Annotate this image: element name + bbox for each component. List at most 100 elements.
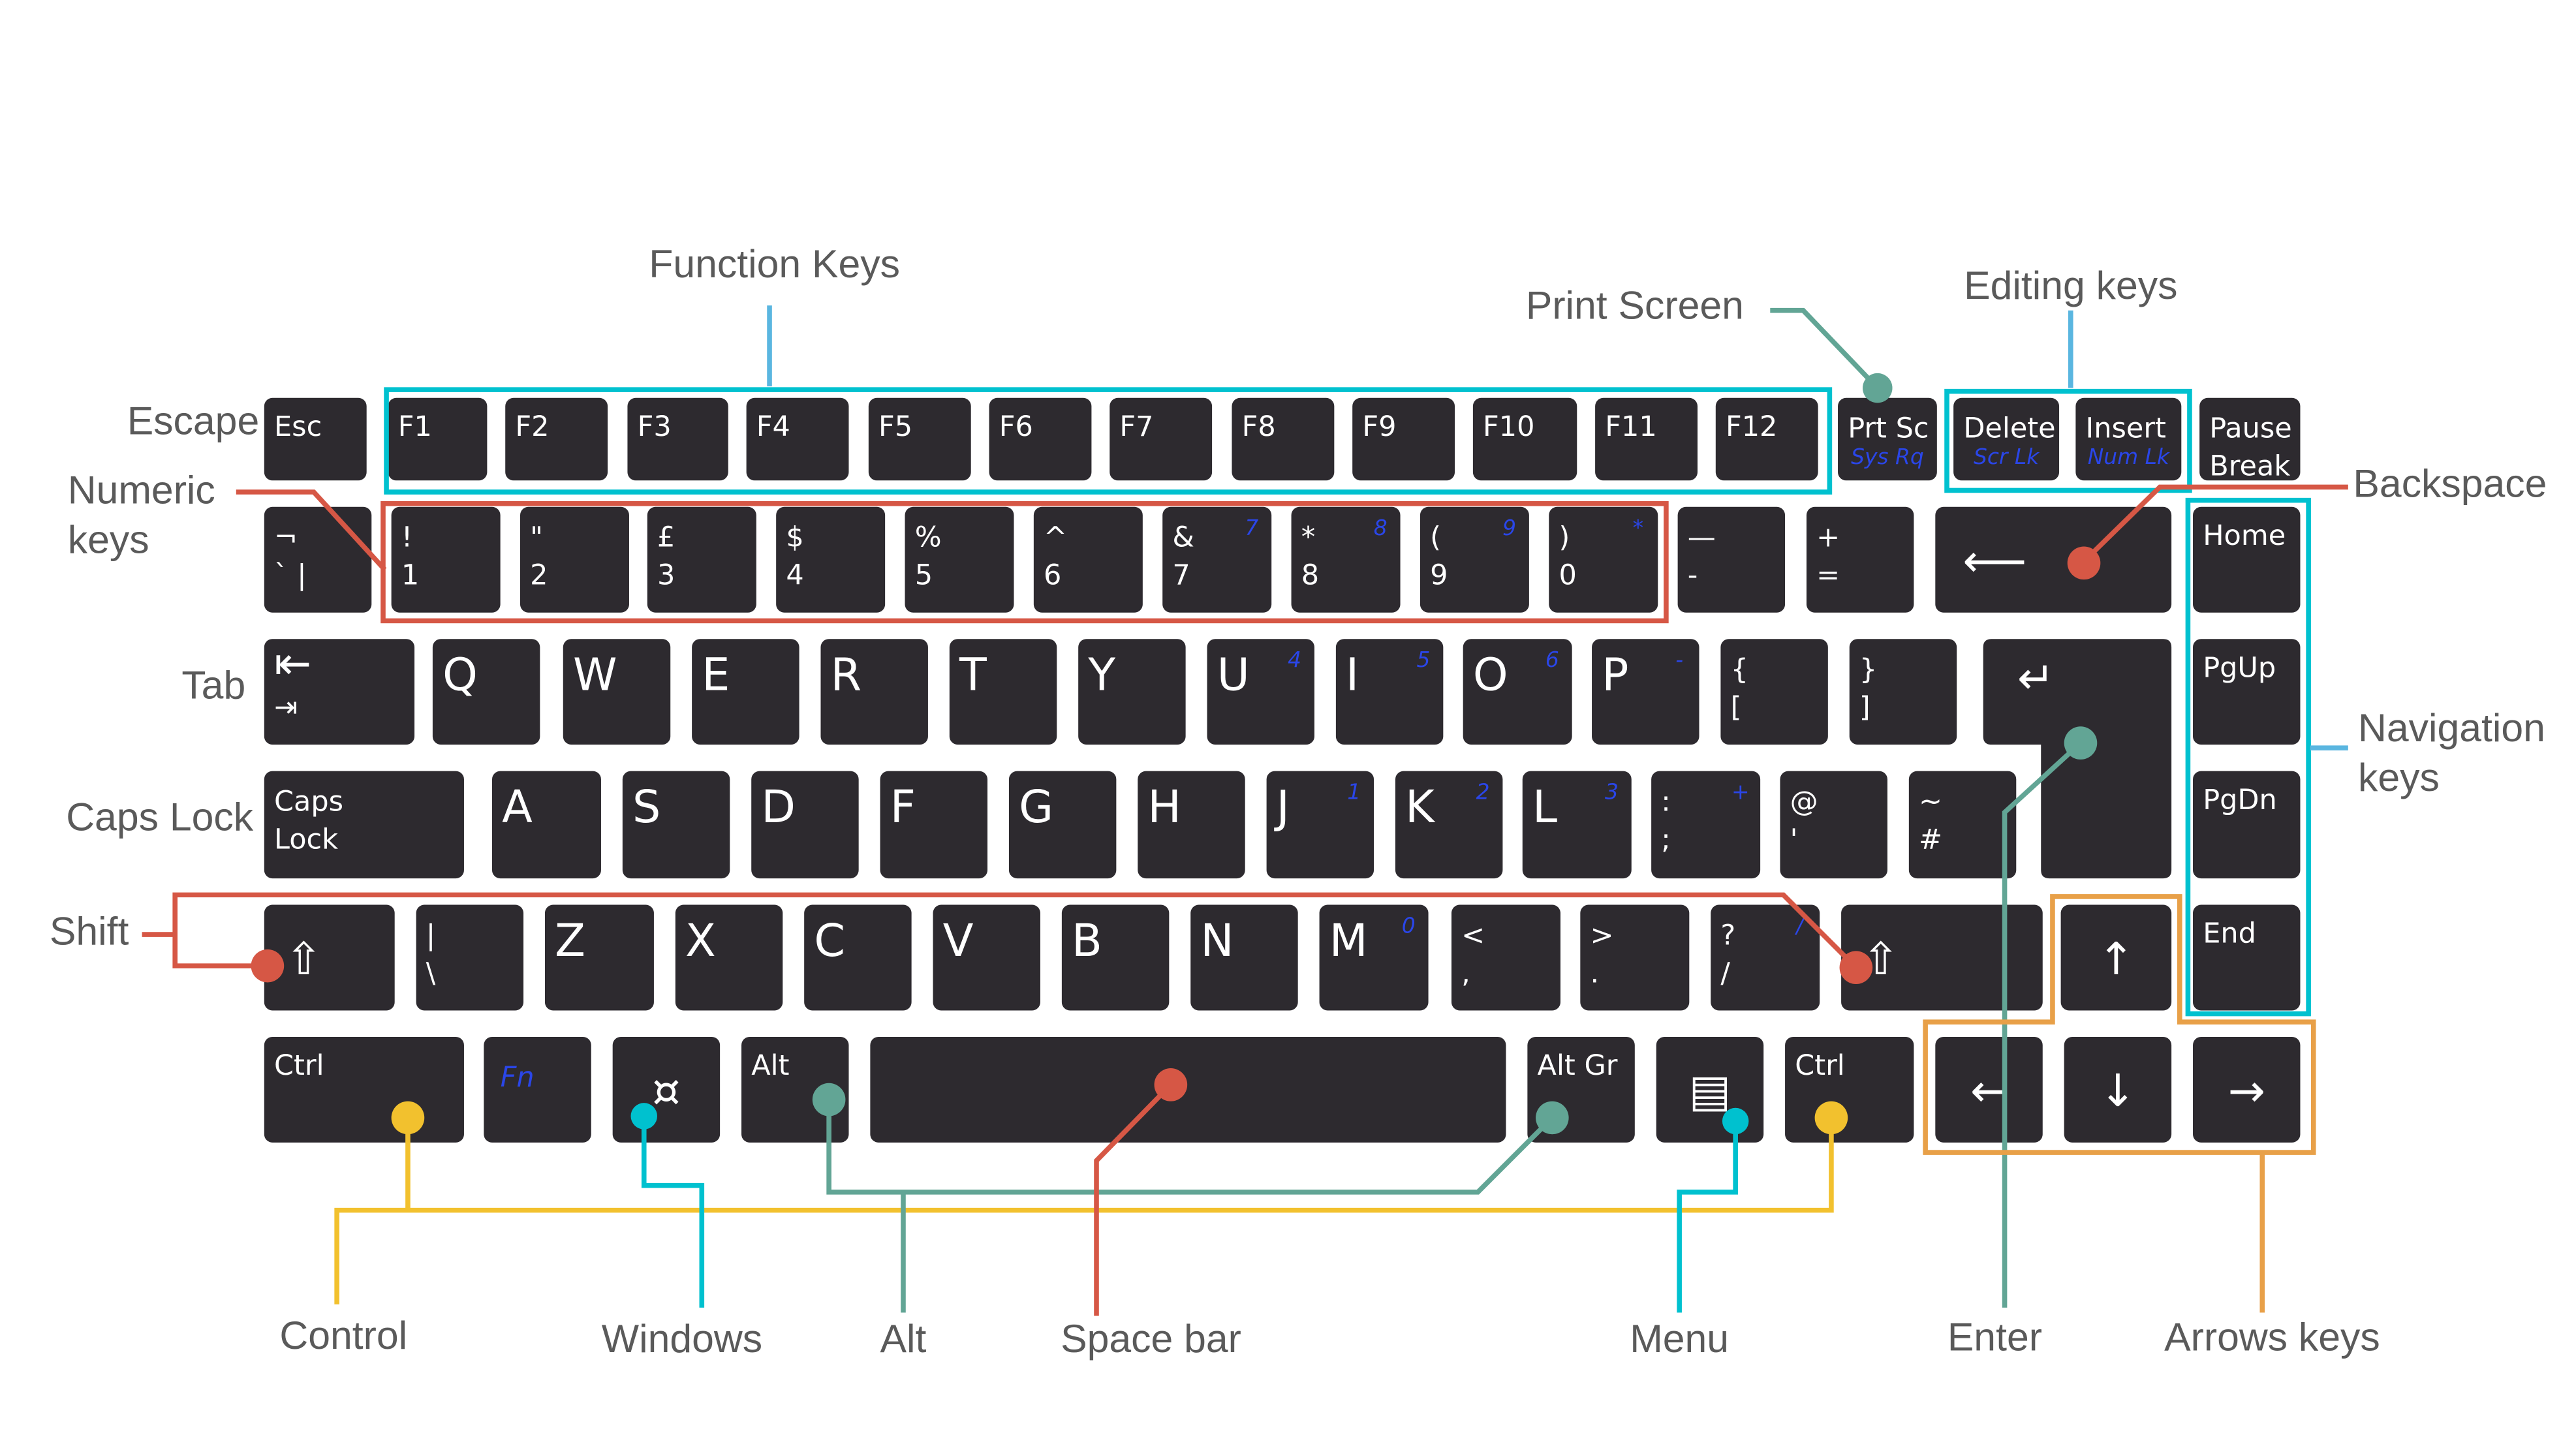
key-f8[interactable]: F8 — [1232, 397, 1335, 481]
key-f11[interactable]: F11 — [1595, 397, 1698, 481]
key-cap — [746, 397, 849, 481]
key-t[interactable]: T — [949, 639, 1057, 745]
key-symbol[interactable]: &77 — [1162, 506, 1272, 613]
key-cap — [905, 506, 1014, 613]
key-symbol[interactable]: %5 — [905, 506, 1014, 613]
key-arrow-right[interactable]: → — [2193, 1036, 2301, 1143]
key-ctrl[interactable]: Ctrl — [1785, 1036, 1914, 1143]
key-g[interactable]: G — [1008, 771, 1117, 879]
key-symbol[interactable]: —- — [1677, 506, 1786, 613]
key-v[interactable]: V — [933, 904, 1040, 1011]
key-cap — [2193, 771, 2301, 879]
key-symbol[interactable]: )0* — [1549, 506, 1658, 613]
key-symbol[interactable]: "2 — [520, 506, 629, 613]
key-e[interactable]: E — [692, 639, 799, 745]
key-symbol[interactable]: @' — [1780, 771, 1887, 879]
key-ctrl[interactable]: Ctrl — [264, 1036, 464, 1143]
key-b[interactable]: B — [1061, 904, 1170, 1011]
key-symbol[interactable]: >. — [1580, 904, 1690, 1011]
key-secondary-label: 4 — [786, 559, 803, 592]
key-home[interactable]: Home — [2193, 506, 2301, 613]
key-f12[interactable]: F12 — [1715, 397, 1818, 481]
windows-label: Windows — [602, 1316, 762, 1361]
key-symbol[interactable]: (99 — [1420, 506, 1529, 613]
key-fn[interactable]: Fn — [484, 1036, 591, 1143]
key-z[interactable]: Z — [544, 904, 654, 1011]
key-symbol[interactable]: ?// — [1711, 904, 1820, 1011]
key-shift[interactable]: ⇧ — [264, 904, 395, 1011]
key-symbol[interactable]: *88 — [1291, 506, 1401, 613]
key-symbol[interactable]: += — [1806, 506, 1914, 613]
key-f[interactable]: F — [880, 771, 988, 879]
key-symbol[interactable]: <, — [1451, 904, 1560, 1011]
key-pgdn[interactable]: PgDn — [2193, 771, 2301, 879]
key-f10[interactable]: F10 — [1472, 397, 1577, 481]
key-h[interactable]: H — [1138, 771, 1245, 879]
key-numpad-label: 7 — [1245, 515, 1258, 540]
key-alt[interactable]: Alt — [741, 1036, 849, 1143]
key-n[interactable]: N — [1190, 904, 1298, 1011]
key-f7[interactable]: F7 — [1110, 397, 1213, 481]
key-arrow-up[interactable]: ↑ — [2060, 904, 2172, 1011]
key-label: F — [890, 782, 916, 833]
key-symbol[interactable]: £3 — [647, 506, 756, 613]
key-f2[interactable]: F2 — [505, 397, 608, 481]
key-label: ) — [1559, 521, 1570, 554]
key-symbol[interactable]: |\ — [416, 904, 524, 1011]
key-c[interactable]: C — [804, 904, 912, 1011]
key-backspace-arrow[interactable]: ⟵ — [1935, 506, 2172, 613]
key-shift[interactable]: ⇧ — [1841, 904, 2043, 1011]
key-label: Ctrl — [274, 1049, 324, 1082]
key-arrow-left[interactable]: ← — [1935, 1036, 2043, 1143]
key-end[interactable]: End — [2193, 904, 2301, 1011]
key-arrow-down[interactable]: ↓ — [2064, 1036, 2172, 1143]
key-symbol[interactable]: }] — [1849, 639, 1957, 745]
key-cap — [1008, 771, 1117, 879]
key-f6[interactable]: F6 — [989, 397, 1092, 481]
key-cap — [1162, 506, 1272, 613]
key-f3[interactable]: F3 — [627, 397, 728, 481]
key-key[interactable] — [870, 1036, 1506, 1143]
key-f5[interactable]: F5 — [868, 397, 971, 481]
key-symbol[interactable]: :;+ — [1651, 771, 1761, 879]
key-p[interactable]: P- — [1592, 639, 1699, 745]
key-pgup[interactable]: PgUp — [2193, 639, 2301, 745]
key-q[interactable]: Q — [432, 639, 540, 745]
key-s[interactable]: S — [622, 771, 730, 879]
key-symbol[interactable]: ~# — [1908, 771, 2017, 879]
key-symbol[interactable]: {[ — [1720, 639, 1828, 745]
key-windows[interactable]: ¤ — [612, 1036, 721, 1143]
key-w[interactable]: W — [563, 639, 671, 745]
key-r[interactable]: R — [820, 639, 928, 745]
key-label: T — [959, 650, 987, 701]
key-d[interactable]: D — [751, 771, 859, 879]
key-symbol[interactable]: $4 — [776, 506, 886, 613]
key-symbol[interactable]: ¬` | — [264, 506, 372, 613]
navigation-keys-label: Navigation — [2358, 705, 2545, 750]
key-f1[interactable]: F1 — [388, 397, 488, 481]
key-esc[interactable]: Esc — [264, 397, 367, 481]
key-f9[interactable]: F9 — [1352, 397, 1455, 481]
key-symbol[interactable]: ^6 — [1033, 506, 1143, 613]
key-symbol[interactable]: !1 — [391, 506, 501, 613]
key-tab[interactable]: ⇤⇥ — [264, 638, 415, 745]
key-y[interactable]: Y — [1078, 639, 1186, 745]
key-f4[interactable]: F4 — [746, 397, 849, 481]
key-menu[interactable]: ▤ — [1656, 1036, 1764, 1143]
key-x[interactable]: X — [675, 904, 783, 1011]
key-cap — [1190, 904, 1298, 1011]
key-a[interactable]: A — [491, 771, 601, 879]
key-label: £ — [657, 521, 675, 554]
